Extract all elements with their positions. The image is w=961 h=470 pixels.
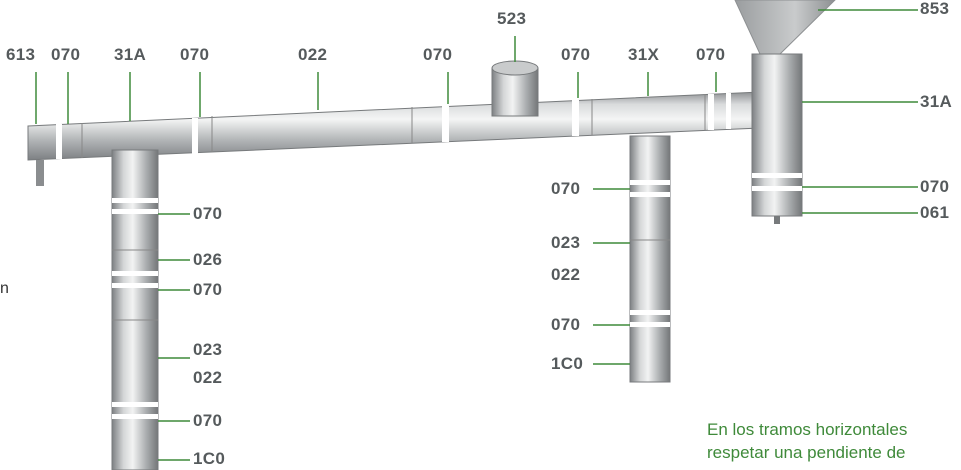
label-1c0-mid: 1C0 <box>551 354 584 373</box>
label-070-right: 070 <box>920 177 950 196</box>
label-070-top-4: 070 <box>561 45 591 64</box>
left-vertical-pipe <box>111 149 159 470</box>
label-023-left: 023 <box>193 340 223 359</box>
label-070-left-1: 070 <box>193 204 223 223</box>
slope-note-line-1: En los tramos horizontales <box>707 420 908 439</box>
label-022-mid: 022 <box>551 265 581 284</box>
right-tee-assembly <box>734 0 836 224</box>
label-853: 853 <box>920 0 950 18</box>
stray-text: n <box>0 280 9 297</box>
label-070-left-2: 070 <box>193 280 223 299</box>
label-070-mid-1: 070 <box>551 179 581 198</box>
label-023-mid: 023 <box>551 233 581 252</box>
slope-note-line-2: respetar una pendiente de <box>707 443 906 462</box>
leader-lines <box>35 9 918 461</box>
label-31x: 31X <box>628 45 660 64</box>
label-070-left-3: 070 <box>193 411 223 430</box>
label-061: 061 <box>920 203 950 222</box>
end-cap-613 <box>36 160 44 186</box>
slope-note: En los tramos horizontales respetar una … <box>707 418 907 464</box>
label-070-top-5: 070 <box>696 45 726 64</box>
cap-523 <box>491 60 539 117</box>
horizontal-joint-bands <box>56 93 731 159</box>
label-31a-top: 31A <box>114 45 147 64</box>
label-31a-right: 31A <box>920 92 953 111</box>
label-523: 523 <box>497 9 527 28</box>
label-026: 026 <box>193 250 223 269</box>
label-022-top: 022 <box>298 45 328 64</box>
label-1c0-left: 1C0 <box>193 449 226 468</box>
label-070-mid-2: 070 <box>551 315 581 334</box>
label-070-top-1: 070 <box>51 45 81 64</box>
middle-vertical-pipe <box>629 135 671 383</box>
label-070-top-2: 070 <box>180 45 210 64</box>
label-613: 613 <box>6 45 36 64</box>
label-070-top-3: 070 <box>423 45 453 64</box>
label-022-left: 022 <box>193 368 223 387</box>
